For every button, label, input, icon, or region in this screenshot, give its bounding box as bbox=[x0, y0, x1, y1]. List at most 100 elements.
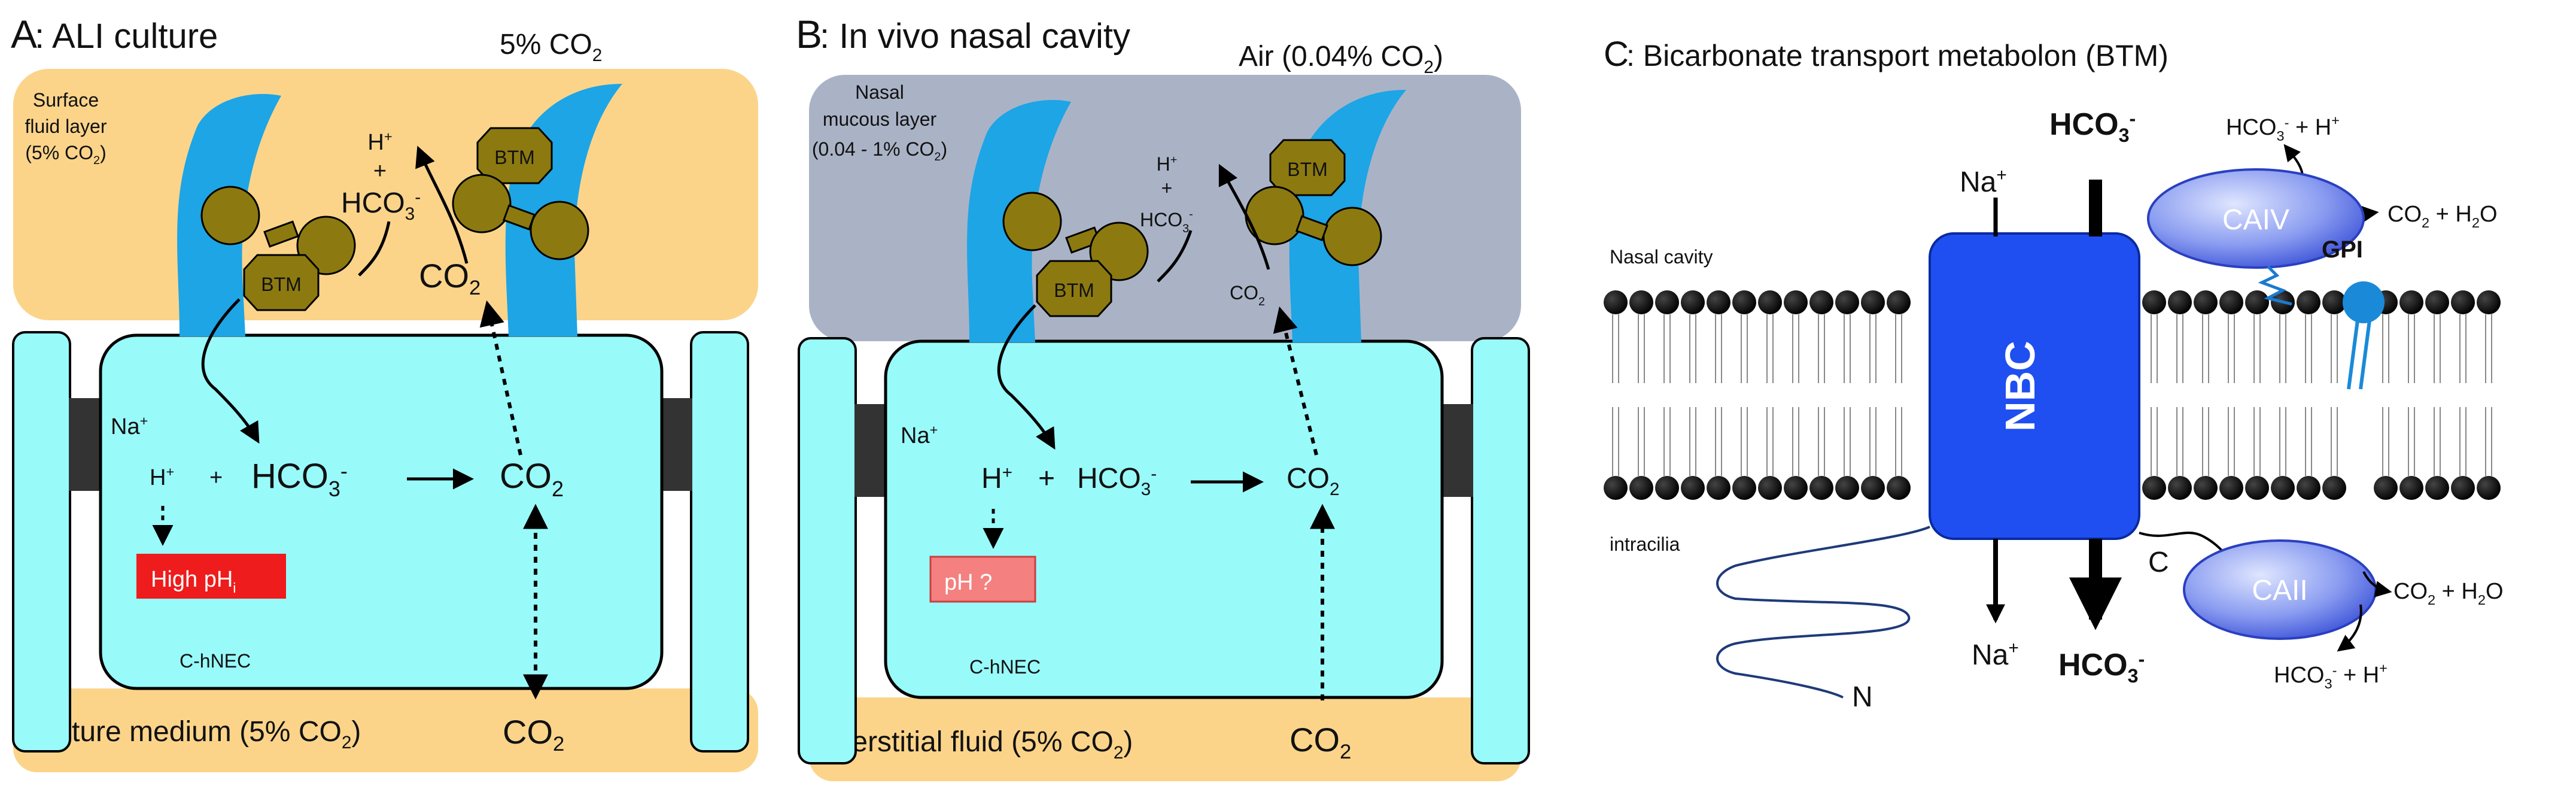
btm-subunit bbox=[452, 174, 512, 233]
surface-label-2: fluid layer bbox=[25, 116, 107, 137]
interstitial-fluid-label: Interstitial fluid (5% CO2) bbox=[820, 726, 1133, 763]
btm-top-label: BTM bbox=[494, 147, 535, 168]
plus-sign: + bbox=[1161, 177, 1173, 199]
nbc-transporter bbox=[1929, 232, 2140, 540]
btm-subunit bbox=[1089, 222, 1149, 281]
lipid-head bbox=[1758, 476, 1782, 500]
lipid-head bbox=[2451, 476, 2475, 500]
arrow-hco3-in bbox=[358, 221, 391, 277]
eq-h-label: H+ bbox=[150, 464, 174, 490]
arrow-btm-to-cell bbox=[201, 298, 260, 444]
lipid-head bbox=[1732, 290, 1756, 314]
ph-unknown-label: pH ? bbox=[944, 570, 992, 595]
lipid-head bbox=[2297, 290, 2320, 314]
intracilia-label: intracilia bbox=[1610, 533, 1680, 555]
lipid-head bbox=[1681, 476, 1705, 500]
hco3-label-top: HCO3- bbox=[1140, 208, 1193, 235]
panel-b-air-label: Air (0.04% CO2) bbox=[1239, 41, 1443, 77]
na-label: Na+ bbox=[901, 422, 938, 448]
co2-label-top: CO2 bbox=[419, 257, 480, 299]
lipid-head bbox=[2399, 290, 2423, 314]
lipid-head bbox=[1707, 290, 1730, 314]
caiv-enzyme bbox=[2147, 168, 2365, 269]
high-ph-box bbox=[136, 554, 286, 599]
bottom-co2-label: CO2 bbox=[1289, 721, 1351, 763]
n-terminus-linker bbox=[1716, 526, 1930, 699]
panel-c-letter: C bbox=[1604, 35, 1629, 74]
support-right bbox=[1471, 337, 1530, 764]
panel-b-letter: B bbox=[796, 12, 822, 56]
gpi-linker bbox=[2258, 265, 2292, 306]
ph-unknown-box bbox=[929, 556, 1036, 603]
na-bottom-label: Na+ bbox=[1972, 638, 2019, 671]
lipid-head bbox=[2194, 476, 2218, 500]
hco3-top-label: HCO3- bbox=[2049, 107, 2136, 146]
arrow-btm-to-cell bbox=[997, 304, 1056, 450]
cell-label: C-hNEC bbox=[180, 650, 251, 672]
hco3-bottom-label: HCO3- bbox=[2058, 648, 2145, 687]
btm-subunit bbox=[1002, 192, 1062, 251]
lipid-head bbox=[2477, 290, 2501, 314]
co2-h2o-top-label: CO2 + H2O bbox=[2388, 202, 2498, 230]
panel-b: B : In vivo nasal cavity Air (0.04% CO2)… bbox=[796, 12, 1530, 781]
lipid-head bbox=[1887, 476, 1911, 500]
eq-hco3-label: HCO3- bbox=[251, 457, 348, 501]
arrow-hco3-in bbox=[1157, 230, 1193, 283]
n-term-label: N bbox=[1852, 681, 1873, 713]
caii-label: CAII bbox=[2252, 575, 2307, 606]
lipid-head bbox=[1861, 476, 1885, 500]
gpi-tail bbox=[2359, 320, 2371, 390]
lipid-head bbox=[1784, 476, 1808, 500]
lipid-head bbox=[2219, 476, 2243, 500]
btm-subunit bbox=[200, 186, 260, 245]
lipid-head bbox=[1681, 290, 1705, 314]
eq-co2-label: CO2 bbox=[500, 457, 564, 501]
lipid-head bbox=[1732, 476, 1756, 500]
btm-left-label: BTM bbox=[261, 274, 302, 295]
lipid-head bbox=[1655, 290, 1679, 314]
cell-label: C-hNEC bbox=[969, 656, 1041, 678]
lipid-head bbox=[2271, 476, 2295, 500]
panel-c: C : Bicarbonate transport metabolon (BTM… bbox=[1604, 35, 2504, 713]
lipid-head bbox=[2399, 476, 2423, 500]
lipid-head bbox=[1629, 290, 1653, 314]
lipid-head bbox=[1707, 476, 1730, 500]
panel-b-title: : In vivo nasal cavity bbox=[820, 17, 1130, 56]
clamp-left bbox=[69, 398, 102, 491]
lipid-head bbox=[1604, 290, 1628, 314]
lipid-head bbox=[2245, 476, 2269, 500]
lipid-head bbox=[2322, 290, 2346, 314]
btm-subunit bbox=[1245, 186, 1304, 245]
lipid-head bbox=[2425, 290, 2449, 314]
cell-body bbox=[99, 333, 664, 690]
panel-c-title: : Bicarbonate transport metabolon (BTM) bbox=[1626, 39, 2169, 72]
lipid-head bbox=[1835, 476, 1859, 500]
btm-subunit bbox=[1322, 207, 1382, 266]
arrow-caii-to-hco3 bbox=[2337, 604, 2362, 652]
btm-subunit bbox=[530, 201, 589, 260]
lipid-head bbox=[2168, 290, 2192, 314]
culture-medium-label: Culture medium (5% CO2) bbox=[29, 716, 361, 753]
hco3-h-bottom-label: HCO3- + H+ bbox=[2274, 660, 2388, 691]
clamp-left bbox=[854, 404, 887, 497]
bottom-co2-label: CO2 bbox=[503, 713, 564, 756]
lipid-head bbox=[2245, 290, 2269, 314]
support-right bbox=[690, 331, 749, 753]
lipid-head bbox=[2142, 290, 2166, 314]
high-ph-label: High pHi bbox=[151, 567, 236, 596]
mucous-label-3: (0.04 - 1% CO2) bbox=[812, 138, 947, 163]
h-plus-label: H+ bbox=[1157, 153, 1178, 175]
nasal-cavity-label: Nasal cavity bbox=[1610, 246, 1713, 268]
arrow-co2-dotted-up bbox=[1273, 306, 1318, 456]
lipid-head bbox=[2477, 476, 2501, 500]
clamp-right bbox=[1440, 404, 1473, 497]
lipid-head bbox=[1887, 290, 1911, 314]
lipid-head bbox=[1835, 290, 1859, 314]
btm-left-label: BTM bbox=[1054, 280, 1094, 301]
lipid-head bbox=[2219, 290, 2243, 314]
eq-hco3-label: HCO3- bbox=[1077, 463, 1157, 499]
lipid-head bbox=[1809, 290, 1833, 314]
panel-a-co2-label: 5% CO2 bbox=[500, 29, 602, 65]
arrow-co2-dotted-up bbox=[479, 300, 522, 456]
